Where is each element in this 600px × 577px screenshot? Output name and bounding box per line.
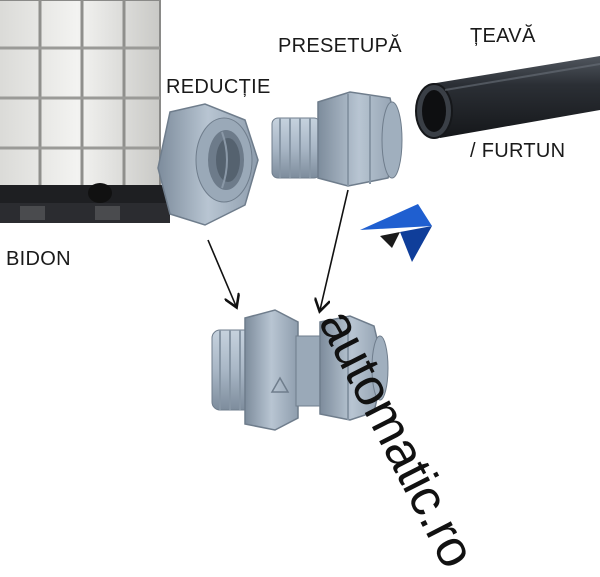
assembled-fitting-icon (211, 309, 389, 431)
label-reductie: REDUCȚIE (166, 76, 271, 98)
automatic-a-logo-icon (360, 204, 432, 262)
cable-gland-icon (271, 91, 403, 187)
label-bidon: BIDON (6, 248, 71, 270)
label-furtun: / FURTUN (470, 140, 566, 162)
hex-reducer-icon (157, 103, 259, 226)
pipe-icon (415, 56, 600, 139)
label-teava: ȚEAVĂ (470, 25, 536, 47)
ibc-tank-icon (0, 0, 170, 223)
diagram-canvas (0, 0, 600, 431)
arrow-gland-to-assembly (320, 189, 349, 310)
arrow-reducer-to-assembly (207, 239, 236, 306)
label-presetupa: PRESETUPĂ (278, 35, 402, 57)
